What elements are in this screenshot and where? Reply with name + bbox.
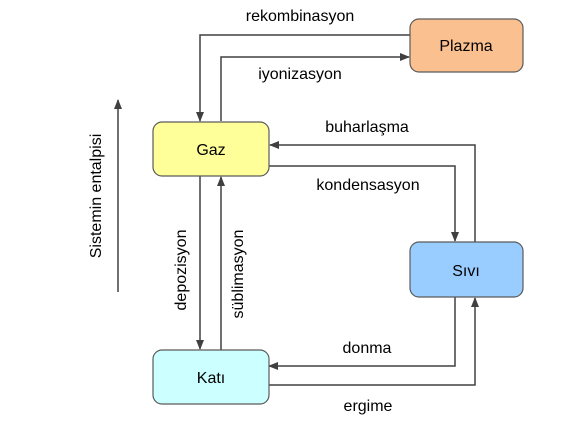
label-iyonizasyon: iyonizasyon — [258, 66, 342, 83]
node-plazma-label: Plazma — [439, 38, 492, 55]
label-donma: donma — [343, 340, 392, 357]
node-kati: Katı — [152, 349, 270, 405]
label-rekombinasyon: rekombinasyon — [246, 8, 355, 25]
edge-kondensasyon — [269, 165, 459, 242]
edge-donma — [268, 297, 456, 370]
edge-buharlasma — [269, 141, 476, 242]
node-plazma: Plazma — [409, 18, 524, 73]
edge-iyonizasyon — [220, 53, 410, 121]
edge-rekombinasyon — [196, 34, 410, 122]
label-depozisyon: depozisyon — [173, 230, 190, 311]
node-gaz: Gaz — [152, 121, 270, 177]
edge-ergime — [269, 297, 479, 386]
enthalpy-axis-label: Sistemin entalpisi — [88, 134, 105, 259]
label-sublimasyon: süblimasyon — [230, 230, 247, 319]
label-ergime: ergime — [344, 398, 393, 415]
node-sivi: Sıvı — [409, 241, 524, 298]
label-buharlasma: buharlaşma — [325, 119, 409, 136]
node-gaz-label: Gaz — [196, 142, 225, 159]
label-kondensasyon: kondensasyon — [316, 177, 419, 194]
node-sivi-label: Sıvı — [452, 263, 480, 280]
node-kati-label: Katı — [197, 370, 225, 387]
